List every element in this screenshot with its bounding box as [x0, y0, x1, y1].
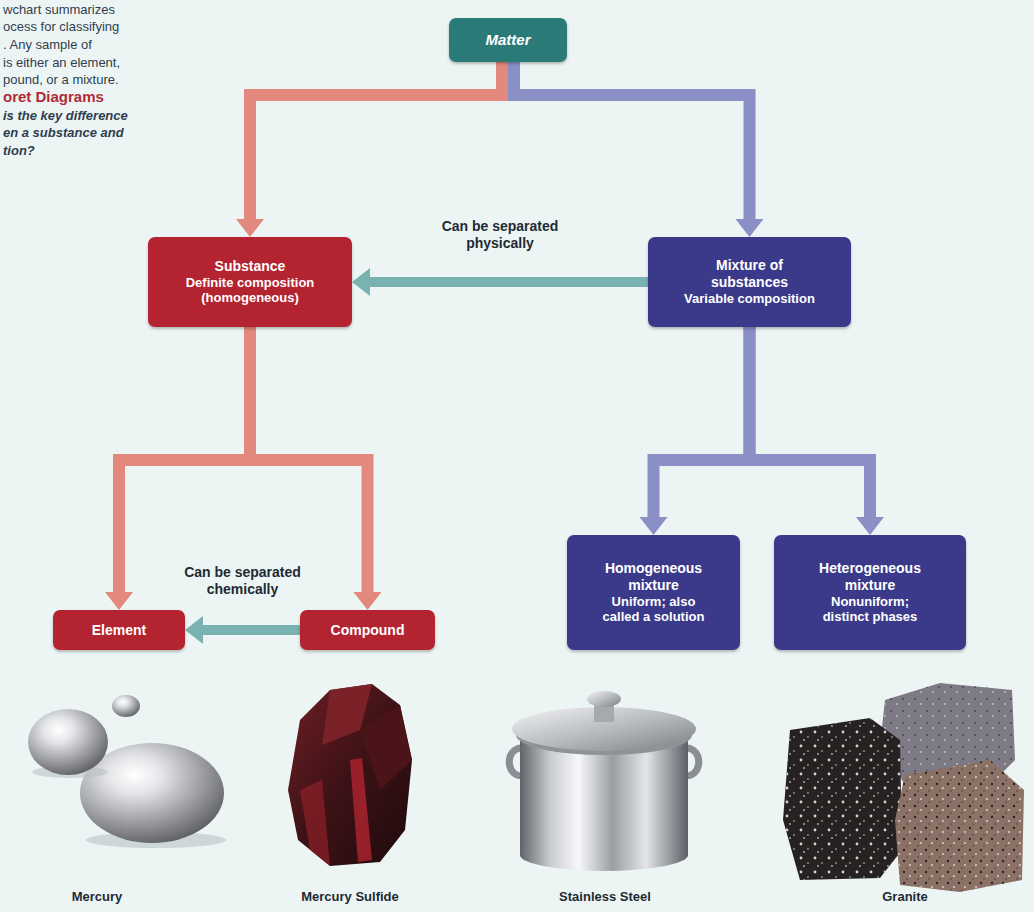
picture-label: Mercury: [12, 889, 182, 904]
category-box: SubstanceDefinite composition (homogeneo…: [148, 237, 352, 327]
arrowhead: [105, 592, 133, 610]
rock-body: [288, 684, 412, 866]
rock-facet: [360, 705, 412, 790]
caption-question: is the key difference: [3, 108, 128, 124]
leaf-box: Homogeneous mixtureUniform; also called …: [567, 535, 740, 650]
leaf-box: Element: [53, 610, 185, 650]
root-box: Matter: [449, 18, 567, 62]
arrowhead: [236, 219, 264, 237]
caption-text: . Any sample of: [3, 37, 92, 53]
connector-line: [369, 277, 648, 287]
connector-line: [250, 62, 502, 220]
box-body: Variable composition: [684, 291, 815, 307]
leaf-box: Compound: [300, 610, 435, 650]
rock-streak: [300, 780, 330, 866]
connector-arrow: [750, 327, 885, 535]
box-body: Uniform; also called a solution: [592, 594, 716, 625]
mercury-drop: [112, 695, 140, 717]
rock-speckle: [783, 718, 902, 880]
mercury-drop: [28, 709, 108, 775]
arrowhead: [736, 219, 764, 237]
rock-body: [895, 760, 1024, 892]
mercury-sulfide-rock: [288, 684, 412, 866]
box-heading: Homogeneous mixture: [592, 560, 716, 594]
box-heading: Substance: [215, 258, 286, 275]
arrowhead: [640, 517, 668, 535]
arrowhead: [354, 592, 382, 610]
connector-line: [119, 327, 250, 593]
caption-heading: oret Diagrams: [3, 88, 104, 106]
caption-text: pound, or a mixture.: [3, 72, 119, 88]
caption-question: en a substance and: [3, 125, 124, 141]
connector-arrow: [514, 62, 764, 237]
connector-line: [202, 625, 300, 635]
connector-arrow: [640, 327, 750, 535]
caption-text: ocess for classifying: [3, 19, 119, 35]
box-heading: Heterogeneous mixture: [811, 560, 929, 594]
connector-arrow: [236, 62, 502, 237]
edge-label: Can be separated chemically: [173, 564, 313, 598]
arrowhead: [856, 517, 884, 535]
picture-label: Stainless Steel: [520, 889, 690, 904]
caption-question: tion?: [3, 143, 35, 159]
box-heading: Mixture of substances: [680, 257, 820, 291]
rock-streak: [350, 758, 372, 862]
box-heading: Compound: [331, 622, 405, 639]
connector-line: [750, 327, 871, 518]
caption-text: wchart summarizes: [3, 2, 115, 18]
rock-speckle: [895, 760, 1024, 892]
granite-rocks: [783, 683, 1024, 892]
connector-line: [514, 62, 750, 220]
picture-label: Mercury Sulfide: [265, 889, 435, 904]
caption-text: is either an element,: [3, 55, 120, 71]
edge-label: Can be separated physically: [425, 218, 575, 252]
box-heading: Element: [92, 622, 146, 639]
arrowhead: [352, 268, 370, 296]
stainless-steel-pot: [509, 691, 699, 871]
rock-body: [783, 718, 902, 880]
box-body: Nonuniform; distinct phases: [811, 594, 929, 625]
pot-base: [520, 839, 688, 871]
category-box: Mixture of substancesVariable compositio…: [648, 237, 851, 327]
connector-line: [654, 327, 750, 518]
connector-arrow: [185, 616, 300, 644]
leaf-box: Heterogeneous mixtureNonuniform; distinc…: [774, 535, 966, 650]
arrowhead: [185, 616, 203, 644]
connector-line: [250, 327, 368, 593]
picture-label: Granite: [820, 889, 990, 904]
lid-knob: [587, 691, 621, 707]
box-body: Definite composition (homogeneous): [175, 275, 325, 306]
mercury-drops: [28, 695, 226, 848]
box-heading: Matter: [485, 31, 530, 49]
connector-arrow: [352, 268, 648, 296]
